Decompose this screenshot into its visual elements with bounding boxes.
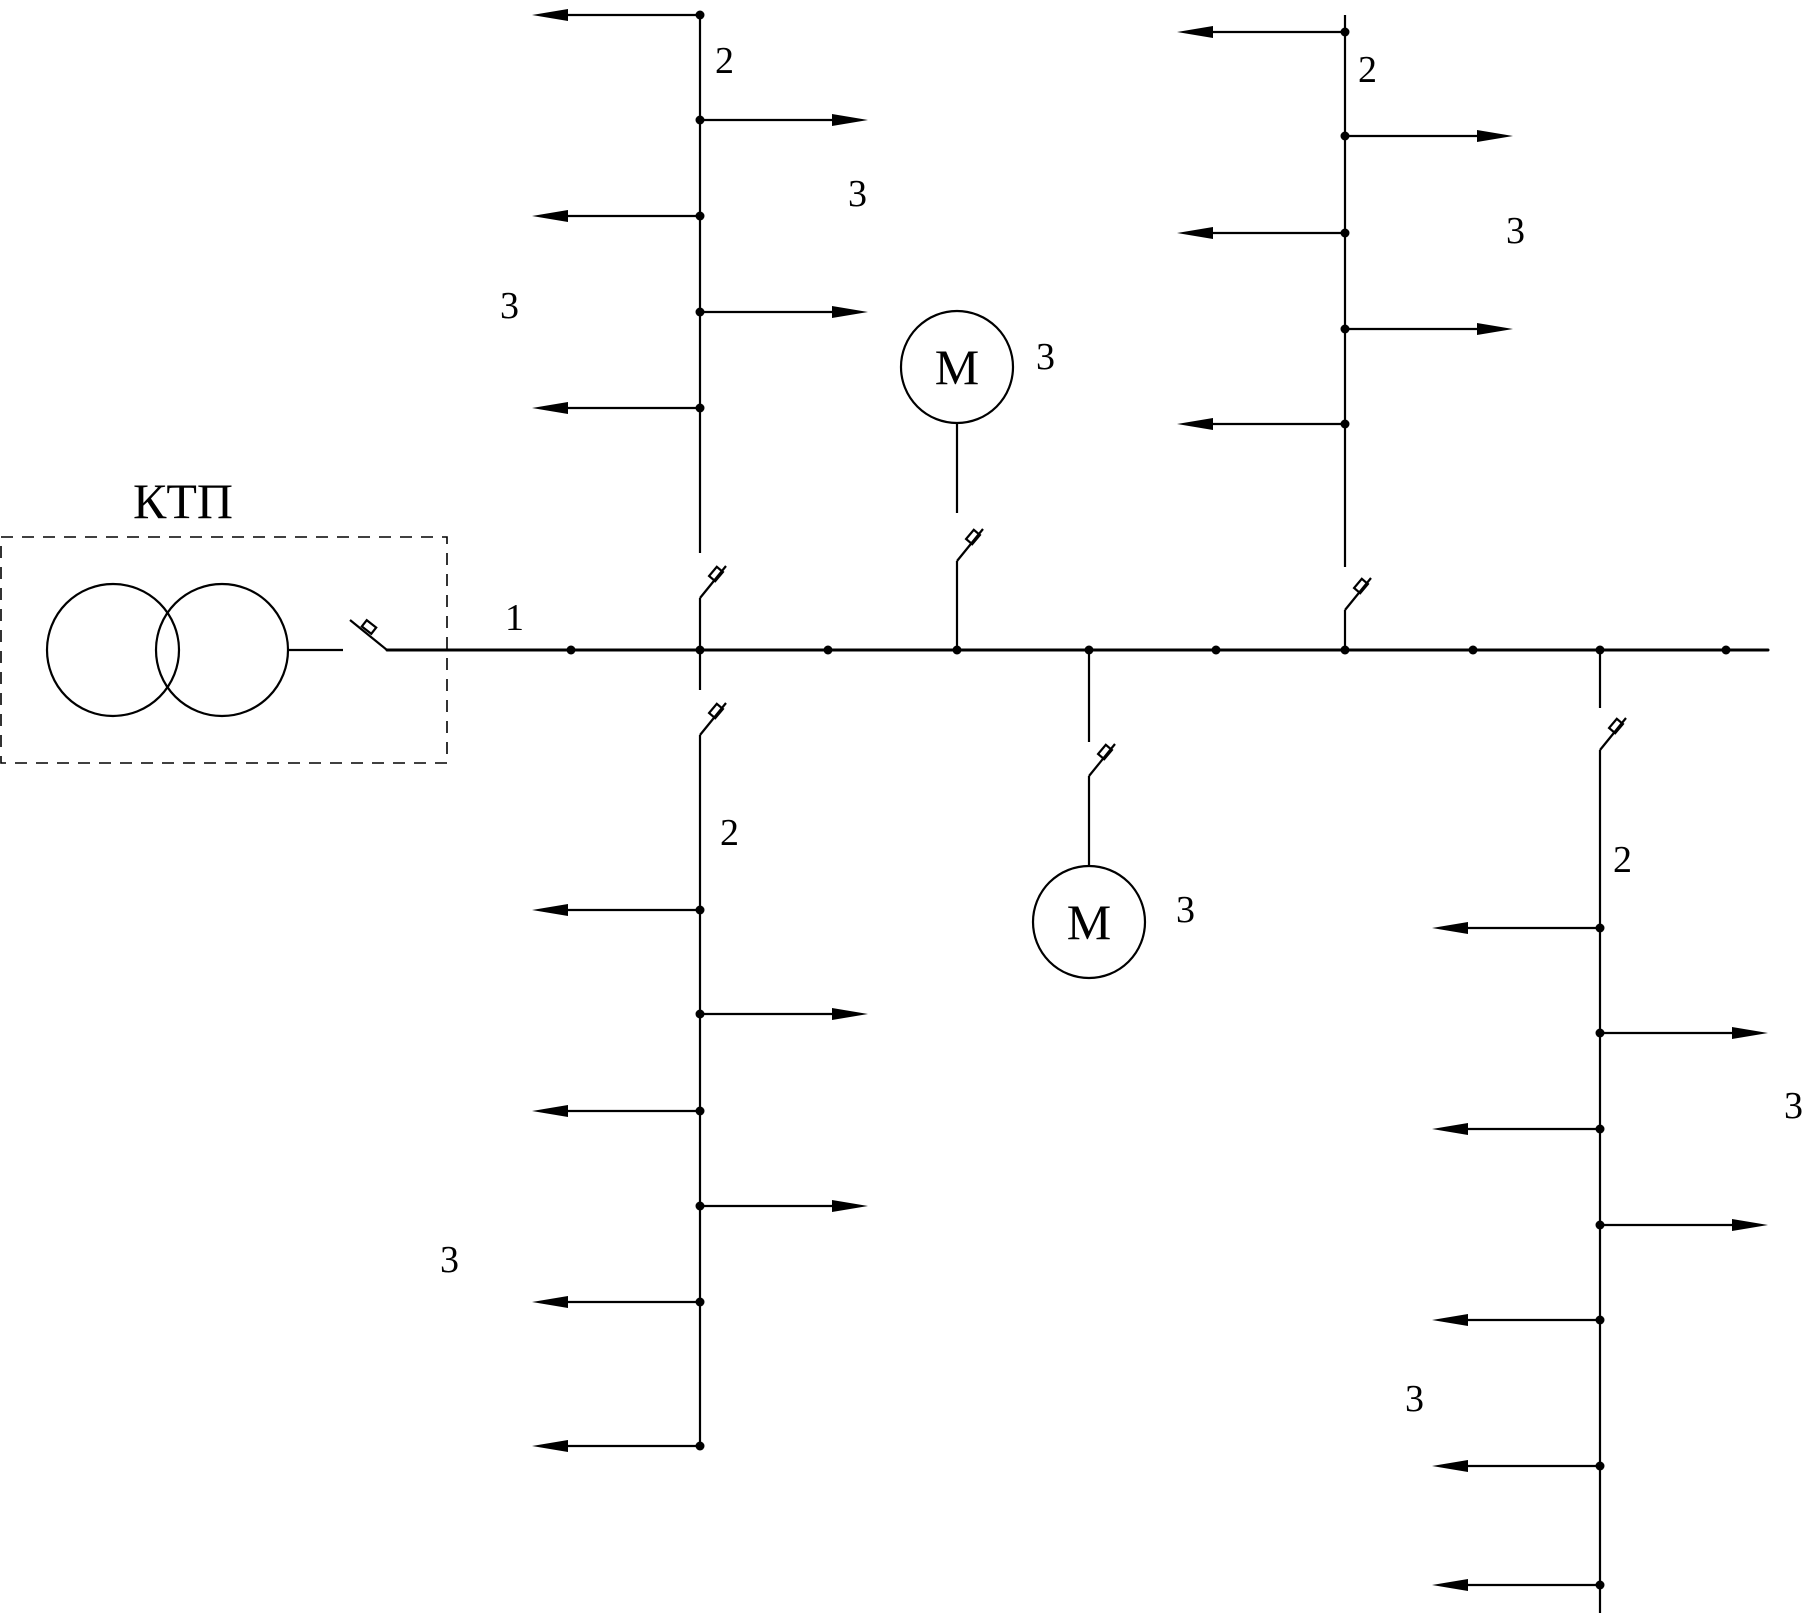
consumer-arrow-icon [1477, 130, 1513, 142]
branch-junction-point [695, 1106, 705, 1116]
branch-junction-point [1595, 1461, 1605, 1471]
consumer-arrow-icon [532, 210, 568, 222]
consumer-label: 3 [1405, 1378, 1424, 1420]
branch-junction-point [1595, 1315, 1605, 1325]
consumer-arrow-icon [1432, 1314, 1468, 1326]
branch-line-label: 2 [715, 40, 734, 82]
consumer-label: 3 [1506, 210, 1525, 252]
branch-junction-point [695, 10, 705, 20]
consumer-arrow-icon [1432, 922, 1468, 934]
consumer-arrow-icon [1177, 26, 1213, 38]
transformer-winding-secondary [154, 582, 290, 718]
branch-junction-point [695, 905, 705, 915]
branch-junction-point [1595, 1028, 1605, 1038]
branch-junction-point [695, 115, 705, 125]
consumer-arrow-icon [532, 1296, 568, 1308]
motor-label: M [935, 339, 979, 395]
motor-top: M [899, 309, 1015, 650]
motor-bottom: M [1031, 650, 1147, 980]
branch-junction-point [1595, 923, 1605, 933]
consumer-arrow-icon [1732, 1219, 1768, 1231]
branch-junction-point [695, 1009, 705, 1019]
breaker-contact [1352, 577, 1370, 595]
consumer-arrow-icon [1432, 1460, 1468, 1472]
breaker-contact [707, 565, 725, 583]
breaker-contact [1607, 717, 1625, 735]
branch-junction-point [695, 1441, 705, 1451]
branch-junction-point [1340, 131, 1350, 141]
motor-label: M [1067, 894, 1111, 950]
consumer-arrow-icon [532, 402, 568, 414]
motor-icon [899, 309, 1015, 425]
consumer-arrow-icon [832, 114, 868, 126]
motor-top-breaker-icon [956, 528, 984, 562]
main-breaker-icon [349, 618, 388, 651]
branch-junction-point [695, 211, 705, 221]
consumer-arrow-icon [1177, 227, 1213, 239]
consumer-arrow-icon [1432, 1579, 1468, 1591]
consumer-label: 3 [440, 1239, 459, 1281]
branch-junction-point [1340, 27, 1350, 37]
breaker-contact [707, 702, 725, 720]
substation-frame [0, 536, 448, 764]
branch-junction-point [1340, 228, 1350, 238]
consumer-arrow-icon [1177, 418, 1213, 430]
main-line-label: 1 [505, 597, 524, 639]
consumer-label: 3 [1176, 889, 1195, 931]
consumer-arrow-icon [532, 1105, 568, 1117]
branch-junction-point [1595, 1580, 1605, 1590]
branch-junction-point [1595, 1220, 1605, 1230]
consumer-label: 3 [500, 285, 519, 327]
branch-line-label: 2 [720, 812, 739, 854]
consumer-arrow-icon [832, 1200, 868, 1212]
branch-line-label: 2 [1358, 49, 1377, 91]
consumer-arrow-icon [1732, 1027, 1768, 1039]
transformer-winding-primary [45, 582, 181, 718]
bus-tap-point [566, 645, 576, 655]
bus-tap-point [823, 645, 833, 655]
consumer-arrow-icon [532, 9, 568, 21]
consumer-label: 3 [1784, 1085, 1803, 1127]
branch-junction-point [1340, 419, 1350, 429]
bus-tap-point [1721, 645, 1731, 655]
substation [0, 536, 448, 764]
branch-junction-point [695, 307, 705, 317]
branch-line-label: 2 [1613, 839, 1632, 881]
consumer-label: 3 [1036, 336, 1055, 378]
bus-tap-point [1468, 645, 1478, 655]
branch-junction-point [695, 1297, 705, 1307]
substation-label: КТП [133, 473, 233, 529]
bus-tap-point [1211, 645, 1221, 655]
consumer-arrow-icon [1477, 323, 1513, 335]
branch-junction-point [695, 403, 705, 413]
consumer-arrow-icon [832, 306, 868, 318]
consumer-arrow-icon [832, 1008, 868, 1020]
motor-icon [1031, 864, 1147, 980]
consumer-arrow-icon [532, 904, 568, 916]
consumer-arrow-icon [1432, 1123, 1468, 1135]
consumer-arrow-icon [532, 1440, 568, 1452]
consumer-label: 3 [848, 173, 867, 215]
branch-junction-point [695, 1201, 705, 1211]
branch-junction-point [1340, 324, 1350, 334]
branch-junction-point [1595, 1124, 1605, 1134]
branch-lines [532, 9, 1768, 1613]
motor-bottom-breaker-icon [1088, 743, 1116, 777]
